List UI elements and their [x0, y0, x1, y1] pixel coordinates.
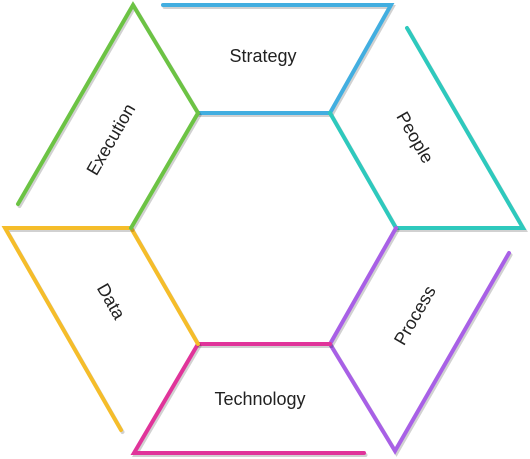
segment-people-label: People — [392, 108, 437, 167]
segment-data-outline — [1, 226, 200, 432]
segment-technology-outline — [130, 342, 366, 455]
segment-technology: Technology — [130, 342, 368, 457]
segment-process: Process — [327, 226, 513, 457]
segment-strategy: Strategy — [161, 3, 396, 117]
segment-data-label: Data — [93, 280, 130, 324]
segment-strategy-outline — [161, 3, 395, 115]
segment-people-outline — [328, 26, 527, 230]
segment-execution-outline — [16, 1, 201, 230]
segment-technology-label: Technology — [214, 389, 305, 409]
segment-execution-label: Execution — [82, 100, 139, 178]
segment-process-label: Process — [390, 282, 440, 348]
segment-process-outline — [327, 226, 511, 455]
segment-data: Data — [1, 226, 202, 434]
segment-strategy-label: Strategy — [229, 46, 296, 66]
segment-execution: Execution — [16, 1, 202, 232]
